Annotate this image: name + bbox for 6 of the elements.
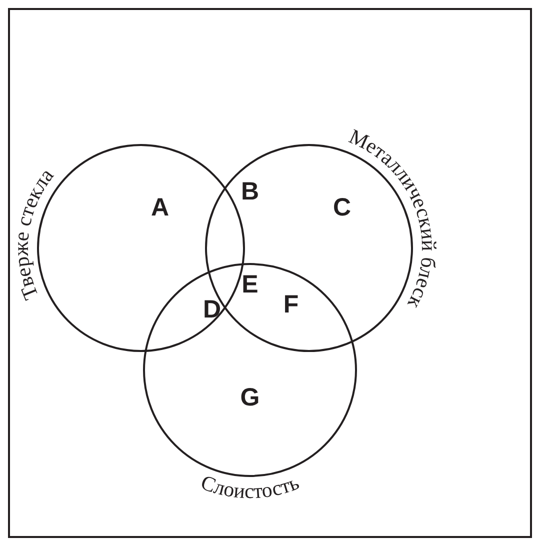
region-letter: E <box>242 272 258 298</box>
region-letter: B <box>240 180 260 204</box>
region-letter: G <box>240 386 260 410</box>
region-letter: D <box>202 298 222 322</box>
region-letter: A <box>150 196 170 220</box>
region-letter: F <box>283 292 299 318</box>
